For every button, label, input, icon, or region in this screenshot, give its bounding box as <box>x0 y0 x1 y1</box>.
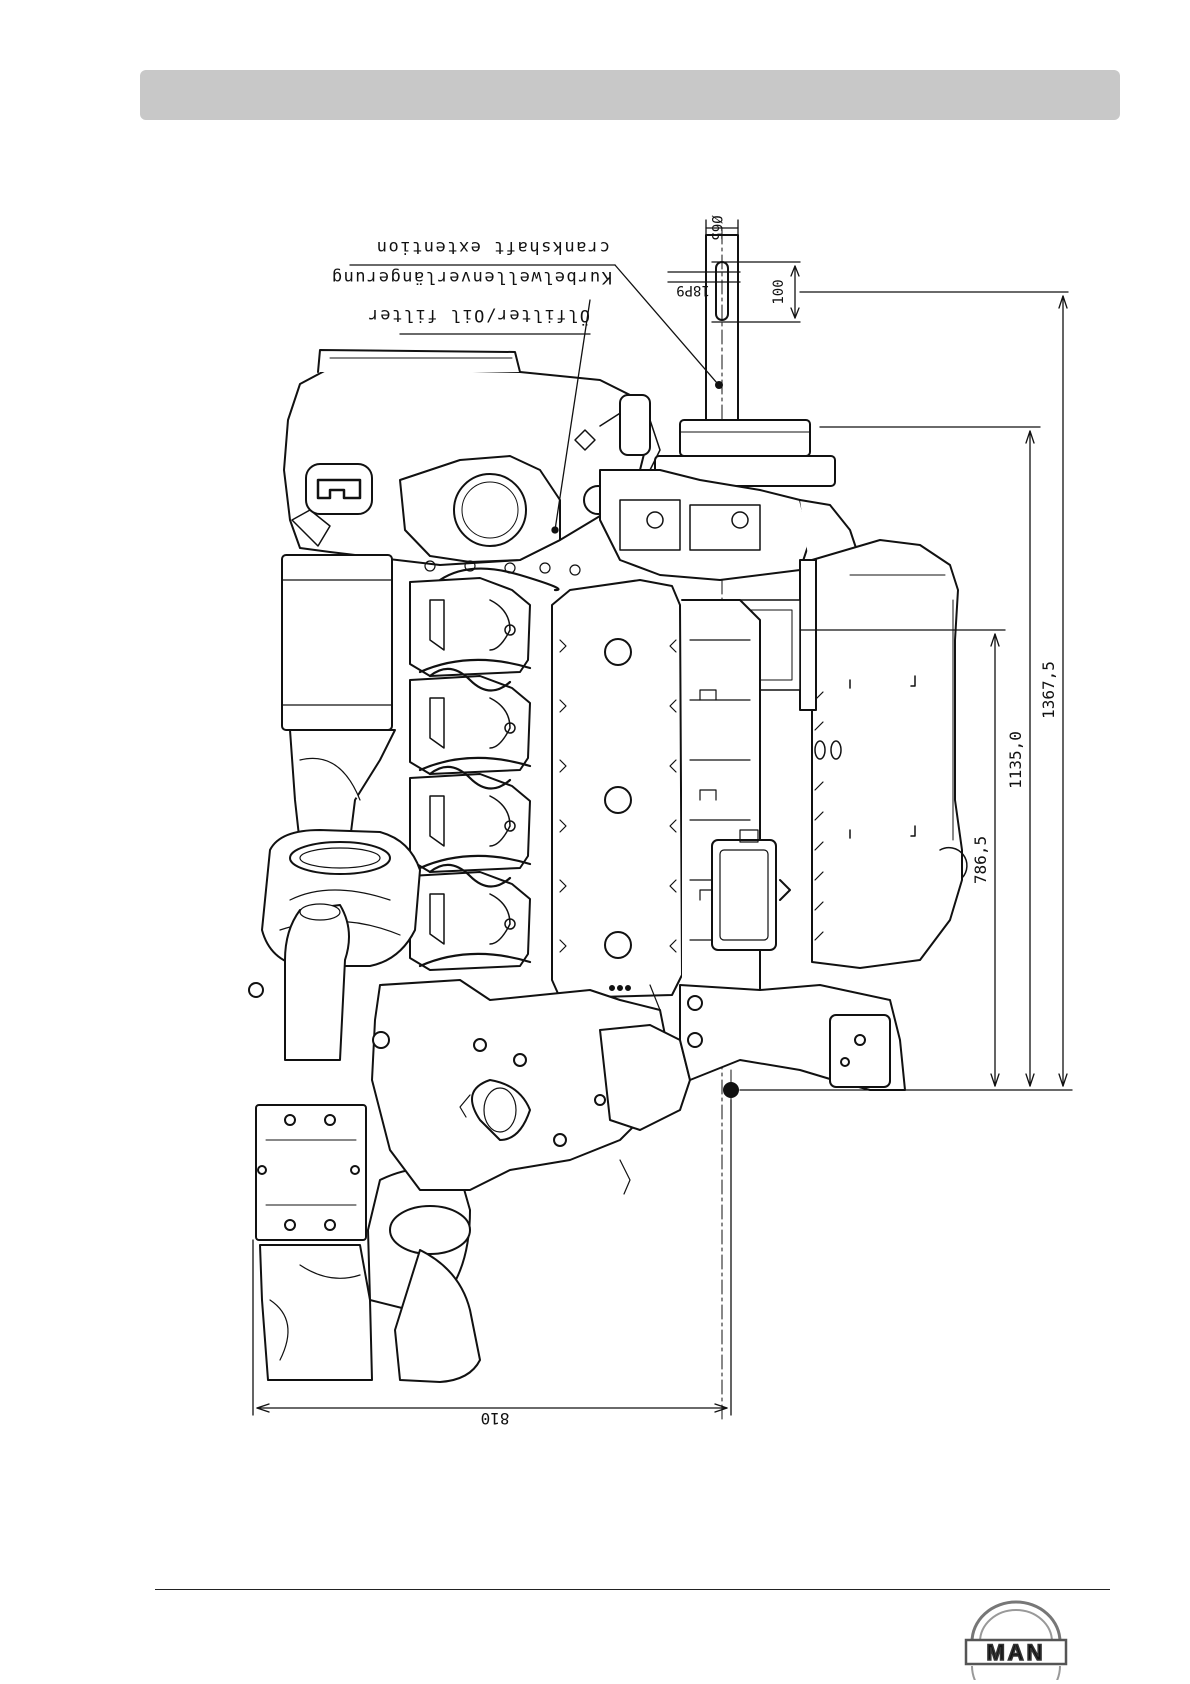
callout-oil-filter: Ölfilter/Oil filter <box>367 305 590 327</box>
oil-pan <box>650 985 905 1090</box>
cylinder-heads <box>410 578 530 970</box>
callout-labels: crankshaft extention Kurbelwellenverläng… <box>330 237 612 327</box>
footer-rule <box>155 1589 1110 1590</box>
dim-shaft-diameter: Ø65 <box>708 215 724 240</box>
callout-kurbelwelle: Kurbelwellenverlängerung <box>330 267 612 287</box>
dim-height-total: 1367,5 <box>1039 661 1058 719</box>
dim-key: 18P9 <box>676 282 710 298</box>
upper-housing <box>284 350 660 565</box>
man-logo-text: MAN <box>986 1640 1045 1665</box>
dim-width: 810 <box>481 1409 510 1428</box>
dim-shaft-length: 100 <box>771 279 787 304</box>
front-cover <box>372 980 690 1194</box>
intake-cooler <box>282 555 395 845</box>
dim-height-mid: 1135,0 <box>1006 731 1025 789</box>
heat-exchanger <box>256 1105 366 1240</box>
engine-block <box>552 580 790 1000</box>
dim-height-low: 786,5 <box>971 836 990 884</box>
callout-crankshaft-extension: crankshaft extention <box>375 237 610 257</box>
man-logo: MAN <box>960 1596 1072 1680</box>
